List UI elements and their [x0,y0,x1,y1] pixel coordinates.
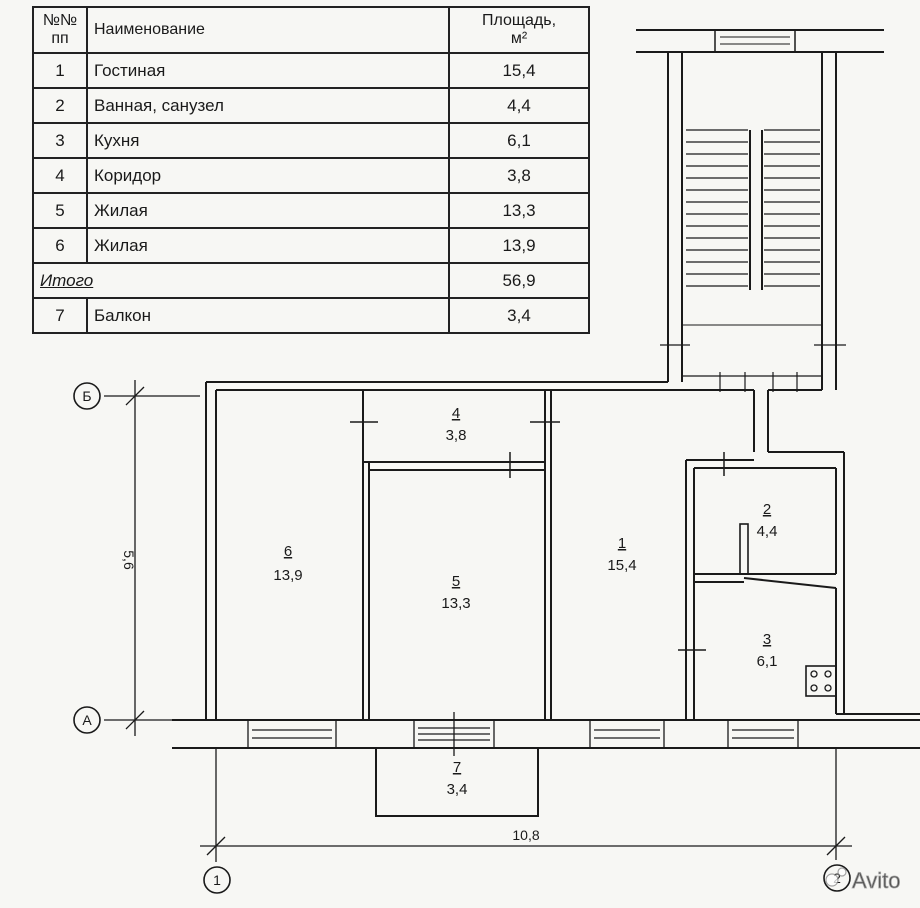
room-7-area: 3,4 [447,781,468,798]
table-header-row: №№ пп Наименование Площадь, м² [32,6,590,54]
row-name: Жилая [86,227,450,264]
room-3-number: 3 [763,631,771,648]
table-row: 3 Кухня 6,1 [32,122,590,159]
room-5-area: 13,3 [441,595,470,612]
row-area: 13,3 [448,192,590,229]
row-name: Кухня [86,122,450,159]
table-row: 1 Гостиная 15,4 [32,52,590,89]
row-name: Ванная, санузел [86,87,450,124]
balcony-outline [375,747,539,817]
watermark-logo-icon [825,873,839,887]
table-row: 7 Балкон 3,4 [32,297,590,334]
row-num: 7 [32,297,88,334]
row-area: 4,4 [448,87,590,124]
row-num: 4 [32,157,88,194]
axis-a-marker [73,706,101,734]
axis-b-marker [73,382,101,410]
table-total-row: Итого 56,9 [32,262,590,299]
header-area: Площадь, м² [448,6,590,54]
table-row: 2 Ванная, санузел 4,4 [32,87,590,124]
row-area: 13,9 [448,227,590,264]
room-4-area: 3,8 [446,427,467,444]
header-name: Наименование [86,6,450,54]
room-4-number: 4 [452,405,460,422]
row-area: 6,1 [448,122,590,159]
row-num: 3 [32,122,88,159]
partitions [215,390,837,720]
row-num: 1 [32,52,88,89]
table-row: 6 Жилая 13,9 [32,227,590,264]
stove-icon [805,665,837,697]
table-row: 4 Коридор 3,8 [32,157,590,194]
row-num: 5 [32,192,88,229]
row-name: Коридор [86,157,450,194]
header-area-line2: м² [510,30,528,47]
axis-1-marker [203,866,231,894]
header-num: №№ пп [32,6,88,54]
row-area: 3,4 [448,297,590,334]
total-area: 56,9 [448,262,590,299]
row-area: 15,4 [448,52,590,89]
door-marks [350,421,725,651]
stairwell [636,29,884,392]
width-dimension-label: 10,8 [512,827,539,843]
axis-b-label: Б [82,388,91,404]
axis-a-label: А [82,712,92,728]
room-3-area: 6,1 [757,653,778,670]
header-area-line1: Площадь, [481,12,557,29]
total-label: Итого [40,270,94,290]
row-num: 6 [32,227,88,264]
axis-2-marker [823,864,851,892]
height-dimension-label: 5,6 [121,550,137,570]
row-area: 3,8 [448,157,590,194]
header-num-line1: №№ [42,12,78,29]
row-name: Гостиная [86,52,450,89]
header-num-line2: пп [51,30,69,47]
room-7-number: 7 [453,759,461,776]
table-row: 5 Жилая 13,3 [32,192,590,229]
room-1-number: 1 [618,535,626,552]
room-2-number: 2 [763,501,771,518]
dimension-lines [104,380,852,862]
windows [247,712,799,756]
row-name: Балкон [86,297,450,334]
room-6-number: 6 [284,543,292,560]
row-num: 2 [32,87,88,124]
watermark-text: Avito [852,868,901,893]
room-5-number: 5 [452,573,460,590]
total-label-cell: Итого [32,262,450,299]
row-name: Жилая [86,192,450,229]
avito-watermark: Avito [825,867,901,893]
axis-1-label: 1 [213,872,221,888]
room-6-area: 13,9 [273,567,302,584]
room-2-area: 4,4 [757,523,778,540]
watermark-logo-dot-icon [837,867,847,877]
room-1-area: 15,4 [607,557,636,574]
room-area-table: №№ пп Наименование Площадь, м² 1 Гостина… [32,6,590,334]
